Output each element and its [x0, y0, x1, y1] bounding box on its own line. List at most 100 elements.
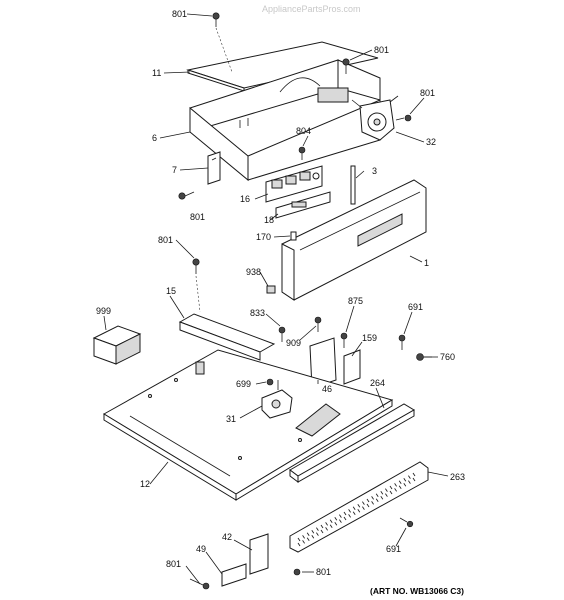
bracket-159 — [343, 349, 361, 385]
callout-42: 42 — [222, 532, 232, 542]
grille-slot — [412, 472, 416, 477]
callout-691: 691 — [408, 302, 423, 312]
grille-slot — [398, 480, 402, 485]
screw-icon — [342, 58, 350, 74]
parts-kit-box — [92, 325, 142, 365]
grille-slot — [412, 477, 416, 482]
screw-icon — [340, 332, 348, 348]
grille-slot — [352, 506, 356, 511]
callout-264: 264 — [370, 378, 385, 388]
callout-46: 46 — [322, 384, 332, 394]
callout-16: 16 — [240, 194, 250, 204]
grille-slot — [306, 537, 310, 542]
grille-slot — [362, 501, 365, 505]
callout-909: 909 — [286, 338, 301, 348]
grille-slot — [371, 501, 374, 505]
grille-slot — [334, 521, 338, 526]
grille-slot — [394, 483, 397, 487]
grille-slot — [389, 485, 393, 490]
callout-18: 18 — [264, 215, 274, 225]
callout-31: 31 — [226, 414, 236, 424]
grille-slot — [329, 519, 333, 524]
grille-slot — [339, 514, 342, 518]
callout-938: 938 — [246, 267, 261, 277]
callout-760: 760 — [440, 352, 455, 362]
grille-slot — [398, 485, 402, 490]
grille-slot — [385, 488, 388, 492]
grille-slot — [394, 488, 397, 492]
callout-999: 999 — [96, 306, 111, 316]
callout-699: 699 — [236, 379, 251, 389]
grille-slot — [311, 529, 315, 534]
grille-slot — [357, 508, 361, 513]
grille-slot — [343, 516, 347, 521]
rear-housing — [189, 59, 381, 182]
callout-801: 801 — [166, 559, 181, 569]
callout-3: 3 — [372, 166, 377, 176]
motor-assembly — [351, 95, 399, 141]
grille-slot — [334, 516, 338, 521]
callout-1: 1 — [424, 258, 429, 268]
callout-801: 801 — [374, 45, 389, 55]
callout-159: 159 — [362, 333, 377, 343]
screw-icon — [298, 146, 306, 160]
art-number: (ART NO. WB13066 C3) — [370, 586, 464, 596]
grille-slot — [348, 514, 351, 518]
grille-slot — [329, 524, 333, 529]
callout-6: 6 — [152, 133, 157, 143]
element-assembly — [261, 380, 293, 419]
grille-slot — [320, 529, 324, 534]
grille-slot — [297, 542, 301, 547]
grille-slot — [357, 503, 361, 508]
screw-icon — [266, 378, 274, 386]
callout-49: 49 — [196, 544, 206, 554]
grille-slot — [352, 511, 356, 516]
front-channel — [289, 403, 415, 483]
screw-icon — [314, 316, 322, 332]
grille-slot — [389, 490, 393, 495]
clip-170 — [290, 231, 297, 241]
screw-icon — [278, 326, 286, 342]
callout-875: 875 — [348, 296, 363, 306]
bracket-42 — [249, 533, 269, 575]
screw-icon — [398, 334, 406, 350]
grille-slot — [380, 490, 384, 495]
vent-grille — [289, 461, 429, 553]
callout-804: 804 — [296, 126, 311, 136]
grille-slot — [339, 519, 342, 523]
rear-channel — [178, 313, 276, 361]
top-cover-panel — [186, 41, 379, 92]
grille-slot — [366, 498, 370, 503]
callout-7: 7 — [172, 165, 177, 175]
callout-833: 833 — [250, 308, 265, 318]
grille-slot — [371, 496, 374, 500]
grille-slot — [380, 495, 384, 500]
grille-slot — [366, 503, 370, 508]
callout-801: 801 — [158, 235, 173, 245]
grille-slot — [375, 498, 379, 503]
control-panel — [281, 179, 427, 301]
callout-labels: 801 11 801 801 6 7 804 32 3 16 801 18 17… — [96, 9, 465, 577]
grille-slot — [375, 493, 379, 498]
callout-11: 11 — [152, 68, 161, 78]
screw-icon — [192, 258, 200, 274]
grille-slot — [311, 534, 315, 539]
grille-slot — [408, 480, 411, 484]
grille-slot — [316, 532, 319, 536]
callout-691: 691 — [386, 544, 401, 554]
control-board — [265, 165, 323, 203]
callout-801: 801 — [420, 88, 435, 98]
callout-263: 263 — [450, 472, 465, 482]
leader-lines — [103, 13, 449, 585]
bottom-pan — [103, 349, 394, 501]
grille-slot — [325, 527, 328, 531]
grille-slot — [302, 540, 305, 544]
callout-12: 12 — [140, 479, 150, 489]
callout-32: 32 — [426, 137, 436, 147]
callout-170: 170 — [256, 232, 271, 242]
grille-slot — [403, 482, 407, 487]
grille-slot — [302, 535, 305, 539]
rod-3 — [350, 165, 356, 205]
bracket-7 — [207, 151, 221, 185]
